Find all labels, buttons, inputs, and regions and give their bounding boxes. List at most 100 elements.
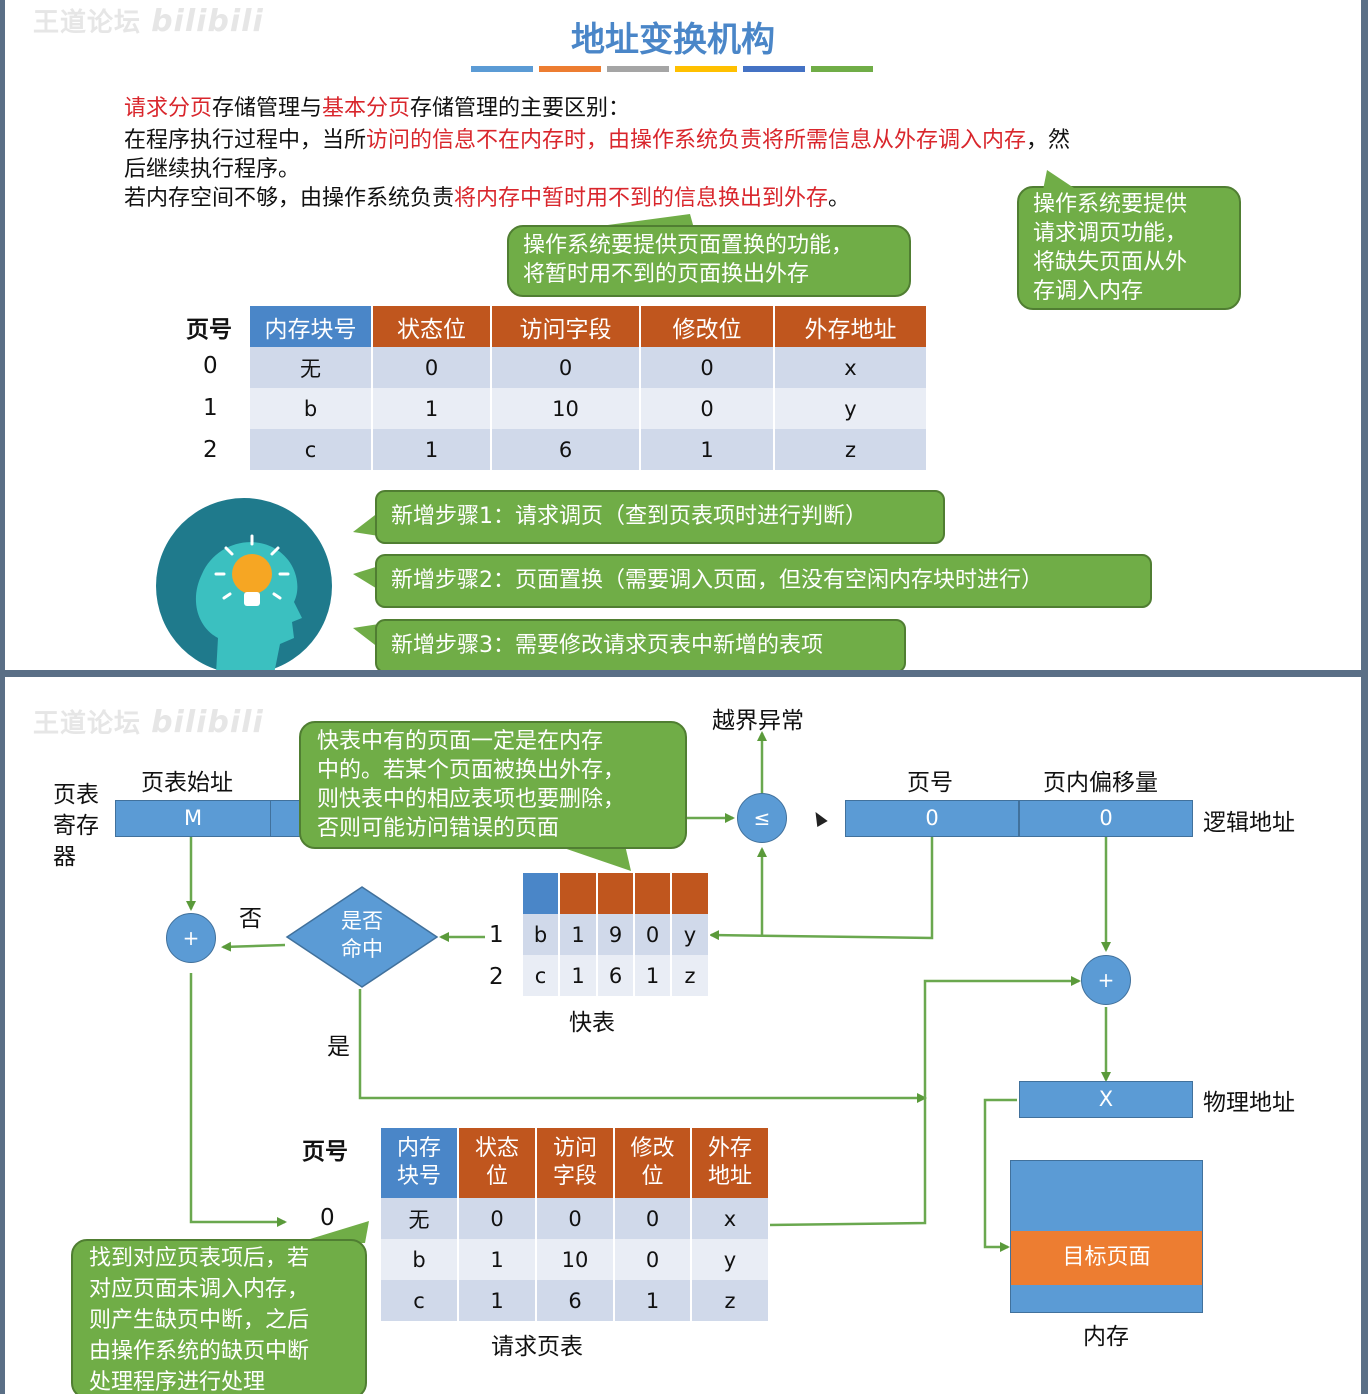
table-cell: y bbox=[773, 388, 928, 429]
adder-node: + bbox=[1081, 955, 1131, 1005]
column-header bbox=[558, 873, 598, 914]
compare-node: ≤ bbox=[737, 793, 787, 843]
offset-label: 页内偏移量 bbox=[1043, 770, 1158, 796]
table-cell: 0 bbox=[639, 388, 775, 429]
table-cell: z bbox=[690, 1280, 770, 1321]
table-cell: 6 bbox=[596, 955, 635, 996]
slide-2: 王道论坛 bilibili 页表 寄存 器 页表始址 bbox=[5, 677, 1361, 1394]
callout-page-fault: 找到对应页表项后，若 对应页面未调入内存， 则产生缺页中断，之后 由操作系统的缺… bbox=[71, 1239, 367, 1394]
table-cell: 6 bbox=[535, 1280, 615, 1321]
table-cell: z bbox=[773, 429, 928, 470]
memory-block: 目标页面 bbox=[1010, 1160, 1203, 1313]
column-header: 修改位 bbox=[613, 1128, 692, 1198]
table-cell: 0 bbox=[371, 347, 492, 388]
page-number-label: 页号 bbox=[186, 317, 232, 343]
page-table-start-label: 页表始址 bbox=[141, 770, 233, 796]
column-header: 修改位 bbox=[639, 306, 775, 347]
physical-address-label: 物理地址 bbox=[1203, 1090, 1295, 1116]
page-number-label: 页号 bbox=[907, 770, 953, 796]
page-table-start-value: M bbox=[116, 801, 271, 836]
page-number: 1 bbox=[203, 395, 218, 421]
table-cell: 1 bbox=[371, 429, 492, 470]
yes-label: 是 bbox=[327, 1034, 350, 1060]
column-header: 访问字段 bbox=[490, 306, 641, 347]
table-cell: c bbox=[521, 955, 560, 996]
column-header: 外存地址 bbox=[773, 306, 928, 347]
step-1-bubble: 新增步骤1：请求调页（查到页表项时进行判断） bbox=[375, 490, 945, 544]
request-page-table-label: 请求页表 bbox=[491, 1334, 583, 1360]
table-cell: b bbox=[248, 388, 373, 429]
page-table-register-label: 页表 寄存 器 bbox=[53, 782, 99, 870]
table-cell: 1 bbox=[558, 955, 598, 996]
column-header: 内存块号 bbox=[379, 1128, 459, 1198]
callout-page-replacement: 操作系统要提供页面置换的功能， 将暂时用不到的页面换出外存 bbox=[507, 225, 911, 297]
intro-text: 请求分页存储管理与基本分页存储管理的主要区别： 在程序执行过程中，当所访问的信息… bbox=[124, 96, 1071, 211]
table-cell: 1 bbox=[457, 1280, 537, 1321]
table-cell: y bbox=[690, 1239, 770, 1280]
table-cell: 10 bbox=[535, 1239, 615, 1280]
memory-label: 内存 bbox=[1083, 1324, 1129, 1350]
bubble-pointer bbox=[353, 624, 379, 648]
callout-pointer bbox=[297, 1221, 369, 1243]
hit-decision-diamond bbox=[285, 886, 439, 988]
callout-demand-paging: 操作系统要提供 请求调页功能， 将缺失页面从外 存调入内存 bbox=[1017, 186, 1241, 310]
column-header: 状态位 bbox=[371, 306, 492, 347]
table-header-row bbox=[521, 873, 710, 914]
table-cell: 0 bbox=[639, 347, 775, 388]
watermark: 王道论坛 bilibili bbox=[33, 4, 264, 39]
table-cell: 0 bbox=[457, 1198, 537, 1239]
table-cell: x bbox=[690, 1198, 770, 1239]
bubble-pointer bbox=[353, 566, 379, 590]
column-header: 状态位 bbox=[457, 1128, 537, 1198]
lightbulb-head-icon bbox=[156, 498, 332, 670]
table-cell: 0 bbox=[613, 1198, 692, 1239]
table-cell: 0 bbox=[535, 1198, 615, 1239]
adder-node: + bbox=[166, 913, 216, 963]
table-header-row: 内存块号 状态位 访问字段 修改位 外存地址 bbox=[248, 306, 928, 347]
table-cell: 6 bbox=[490, 429, 641, 470]
callout-pointer bbox=[555, 845, 631, 871]
page-number-label: 页号 bbox=[302, 1139, 348, 1165]
step-3-bubble: 新增步骤3：需要修改请求页表中新增的表项 bbox=[375, 619, 906, 670]
tlb-label: 快表 bbox=[569, 1010, 615, 1036]
tlb-row-number: 1 bbox=[489, 922, 504, 948]
table-cell: x bbox=[773, 347, 928, 388]
logical-page-number: 0 bbox=[845, 800, 1019, 837]
page-table-register: M bbox=[115, 800, 310, 837]
out-of-bounds-label: 越界异常 bbox=[712, 708, 804, 734]
table-cell: b bbox=[521, 914, 560, 955]
table-cell: 0 bbox=[633, 914, 672, 955]
decision-label: 是否 命中 bbox=[341, 909, 383, 961]
table-header-row: 内存块号 状态位 访问字段 修改位 外存地址 bbox=[379, 1128, 770, 1198]
target-page: 目标页面 bbox=[1011, 1231, 1202, 1285]
table-cell: y bbox=[670, 914, 710, 955]
table-cell: 0 bbox=[613, 1239, 692, 1280]
table-cell: 0 bbox=[490, 347, 641, 388]
step-2-bubble: 新增步骤2：页面置换（需要调入页面，但没有空闲内存块时进行） bbox=[375, 554, 1152, 608]
table-cell: z bbox=[670, 955, 710, 996]
table-cell: 1 bbox=[558, 914, 598, 955]
table-cell: 1 bbox=[613, 1280, 692, 1321]
column-header: 访问字段 bbox=[535, 1128, 615, 1198]
table-cell: c bbox=[379, 1280, 459, 1321]
logical-offset: 0 bbox=[1019, 800, 1193, 837]
page-number: 2 bbox=[203, 437, 218, 463]
table-cell: 1 bbox=[633, 955, 672, 996]
physical-address-value: X bbox=[1019, 1081, 1193, 1118]
page-number: 0 bbox=[203, 353, 218, 379]
table-cell: c bbox=[248, 429, 373, 470]
tlb-row-number: 2 bbox=[489, 964, 504, 990]
table-cell: 无 bbox=[248, 347, 373, 388]
table-cell: 无 bbox=[379, 1198, 459, 1239]
column-header bbox=[521, 873, 560, 914]
